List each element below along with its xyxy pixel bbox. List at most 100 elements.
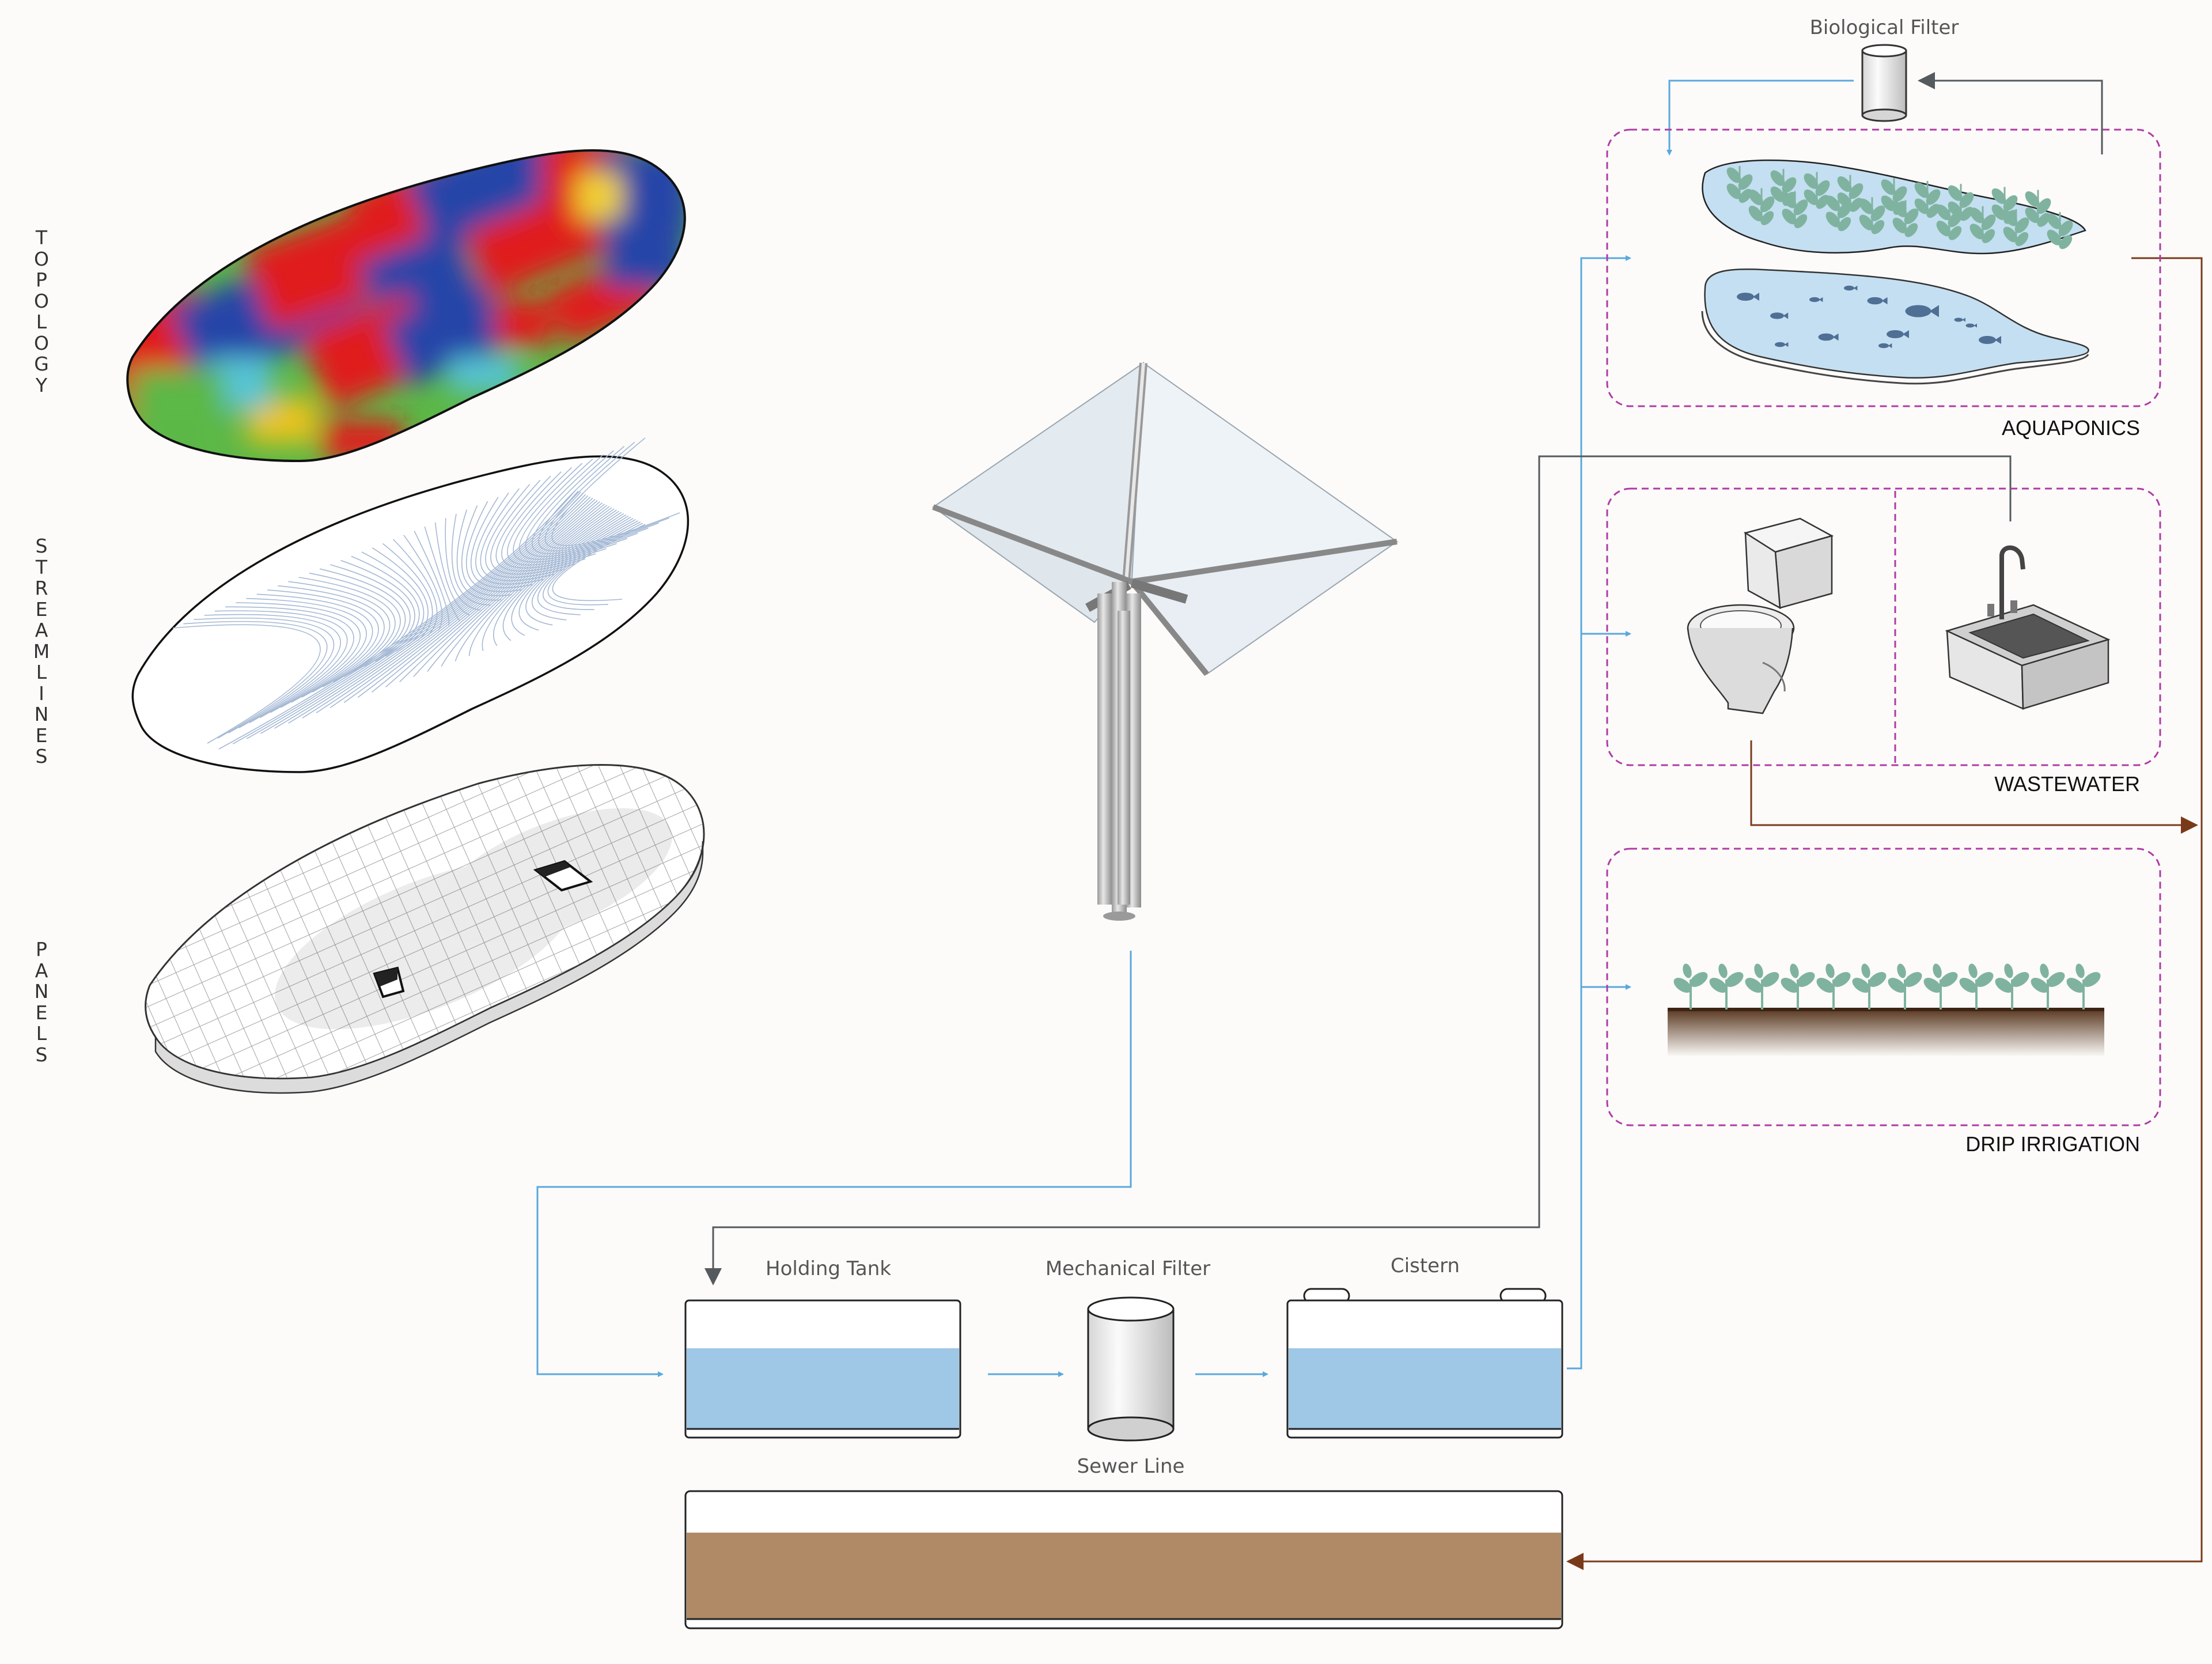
leaf <box>1975 972 1994 987</box>
leaf <box>2047 213 2062 229</box>
toilet-icon <box>1687 517 1834 714</box>
label-letter: O <box>34 331 49 354</box>
streamline <box>542 521 641 610</box>
streamline <box>537 520 638 615</box>
fish-tail <box>1888 343 1892 349</box>
mechanical-filter-label: Mechanical Filter <box>1045 1257 1211 1280</box>
label-letter: E <box>35 1001 48 1024</box>
leaf <box>1936 205 1951 221</box>
streamline <box>511 515 629 636</box>
label-letter: O <box>34 247 49 270</box>
fish <box>1867 297 1883 305</box>
leaf <box>1871 220 1885 235</box>
label-letter: R <box>35 577 48 599</box>
leaf <box>1760 211 1774 225</box>
leaf <box>1914 182 1929 198</box>
leaf <box>1888 978 1906 993</box>
leaf <box>1892 186 1907 202</box>
streamline <box>246 597 367 708</box>
leaf <box>1981 214 1996 230</box>
label-letter: S <box>35 535 48 557</box>
leaf <box>1825 195 1840 211</box>
streamline <box>183 621 328 739</box>
leaf <box>2040 963 2049 978</box>
streamline <box>468 510 619 656</box>
leaf <box>2058 220 2073 236</box>
leaf <box>1904 208 1919 224</box>
leaf <box>1904 972 1922 987</box>
streamline <box>256 593 373 703</box>
leaf <box>1936 221 1951 237</box>
fish-tail <box>1832 333 1839 341</box>
leaf <box>1904 223 1918 237</box>
streamline <box>246 491 581 739</box>
biological-filter-icon <box>1861 44 1907 122</box>
fish <box>1770 312 1784 319</box>
label-letter: N <box>34 980 49 1003</box>
streamline <box>475 492 544 585</box>
leaf <box>1804 173 1819 189</box>
leaf <box>1815 180 1830 196</box>
label-letter: A <box>35 619 48 641</box>
mechanical-filter-icon <box>1087 1296 1175 1442</box>
streamline <box>260 493 584 734</box>
fish-tail <box>1784 342 1789 347</box>
fish <box>1737 293 1754 301</box>
label-letter: T <box>35 226 48 249</box>
streamline <box>274 494 586 729</box>
streamline <box>267 589 379 698</box>
fish-tail <box>1962 317 1965 322</box>
leaf <box>1683 963 1692 978</box>
leaf <box>1745 978 1763 993</box>
streamline <box>502 514 627 641</box>
biological-filter-label: Biological Filter <box>1809 16 1959 39</box>
leaf <box>1748 190 1763 206</box>
umbrella-canopy-structure <box>931 362 1399 921</box>
topology-heatmap <box>126 149 686 463</box>
streamline <box>194 617 335 733</box>
streamline <box>501 471 596 569</box>
streamline <box>357 501 600 698</box>
fish-tail <box>1853 285 1858 291</box>
leaf <box>1991 188 2006 204</box>
fish-tail <box>1783 312 1789 319</box>
streamline <box>454 509 617 661</box>
label-letter: S <box>35 1043 48 1066</box>
leaf <box>1991 204 2006 220</box>
fish <box>1965 323 1975 328</box>
aquaponics-label: AQUAPONICS <box>2001 416 2140 440</box>
streamline <box>288 581 391 687</box>
streamline <box>232 490 579 744</box>
leaf <box>1960 207 1974 221</box>
aquaponics-box <box>1606 128 2161 407</box>
fish <box>1818 333 1834 341</box>
streamline <box>531 519 636 621</box>
fish-tail <box>1881 297 1888 305</box>
leaf <box>1825 963 1835 978</box>
leaf <box>2047 229 2062 245</box>
fish <box>1844 285 1854 291</box>
streamline <box>225 606 354 718</box>
label-letter: P <box>36 938 47 960</box>
leaf <box>1825 211 1840 228</box>
holding-tank-label: Holding Tank <box>766 1257 891 1280</box>
leaf <box>2066 978 2085 993</box>
leaf <box>1870 205 1885 221</box>
streamline <box>525 454 638 557</box>
streamline <box>518 459 628 560</box>
fish-tail <box>1819 297 1823 302</box>
leaf <box>1969 207 1984 224</box>
streamline <box>427 507 612 672</box>
leaf <box>1770 170 1785 186</box>
label-letter: G <box>34 353 49 375</box>
leaf <box>1738 188 1752 203</box>
leaf <box>1673 978 1692 993</box>
drip-irrigation-icon <box>1668 963 2104 1057</box>
holding-tank <box>684 1299 961 1439</box>
streamline <box>204 614 342 729</box>
leaf <box>1837 192 1852 209</box>
streamline <box>518 516 631 631</box>
